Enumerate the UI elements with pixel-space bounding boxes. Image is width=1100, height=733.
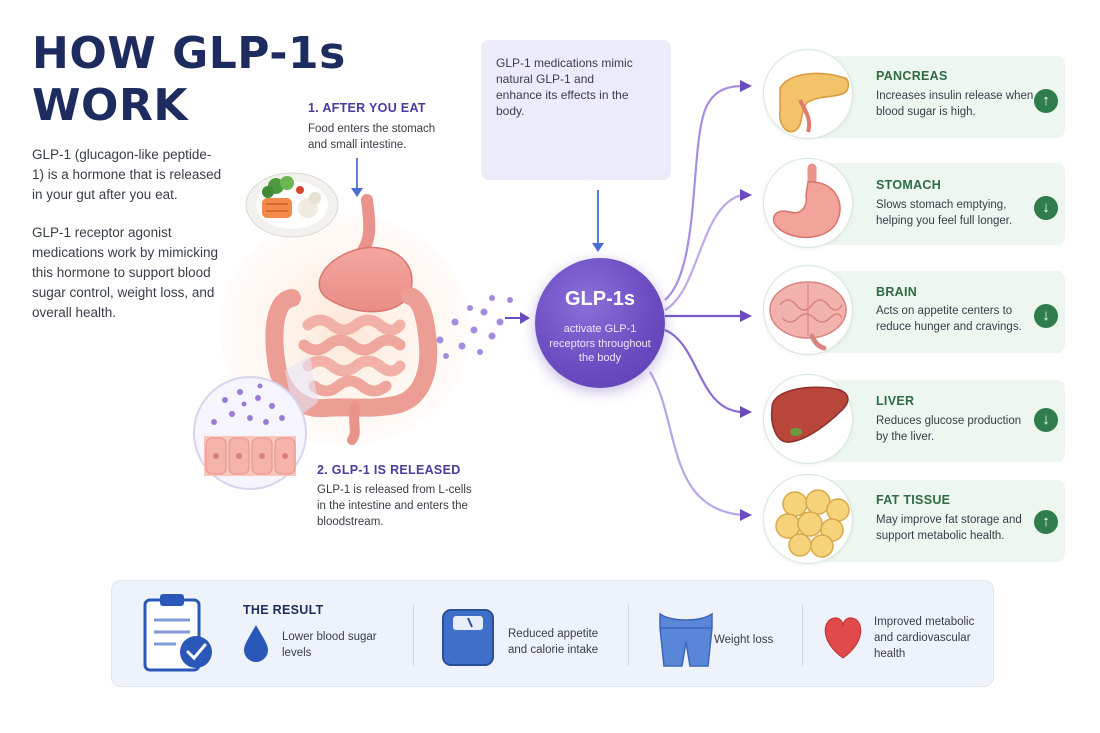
arrow-up-icon: ↑ <box>1034 89 1058 113</box>
result-divider <box>802 604 803 666</box>
brain-icon-frame <box>763 265 853 355</box>
organ-desc-pancreas: Increases insulin release when blood sug… <box>876 90 1034 118</box>
l-cells-zoom-icon <box>193 376 307 490</box>
step-2-title: 2. GLP-1 IS RELEASED <box>317 463 461 477</box>
result-item-weight-loss: Weight loss <box>714 634 774 646</box>
hub-title: GLP-1s <box>564 288 636 310</box>
stomach-intestine-illustration <box>265 194 438 445</box>
organ-desc-brain: Acts on appetite centers to reduce hunge… <box>876 305 1022 333</box>
arrow-down-icon: ↓ <box>1034 408 1058 432</box>
result-item-blood-sugar: Lower blood sugar levels <box>282 631 377 659</box>
organ-name-fat-tissue: FAT TISSUE <box>876 493 951 507</box>
intro-paragraph-2: GLP-1 receptor agonist medications work … <box>32 225 219 320</box>
organ-desc-stomach: Slows stomach emptying, helping you feel… <box>876 199 1013 227</box>
step-1-text: Food enters the stomach and small intest… <box>308 123 436 151</box>
connector-branches <box>649 84 743 517</box>
result-item-appetite: Reduced appetite and calorie intake <box>508 628 599 656</box>
organ-desc-liver: Reduces glucose production by the liver. <box>876 415 1022 443</box>
title-line-1: HOW GLP-1s <box>32 28 346 79</box>
organ-name-liver: LIVER <box>876 394 915 408</box>
organ-desc-fat-tissue: May improve fat storage and support meta… <box>876 514 1022 542</box>
stomach-icon-frame <box>763 158 853 248</box>
arrow-down-icon: ↓ <box>1034 304 1058 328</box>
organ-name-stomach: STOMACH <box>876 178 942 192</box>
result-item-metabolic-health: Improved metabolic and cardiovascular he… <box>874 616 975 660</box>
organ-name-brain: BRAIN <box>876 285 918 299</box>
fat-cells-icon-frame <box>763 474 853 564</box>
arrow-down-icon: ↓ <box>1034 196 1058 220</box>
result-title: THE RESULT <box>243 603 324 617</box>
hub-text: activate GLP-1 receptors throughout the … <box>549 323 651 364</box>
food-plate-icon <box>245 172 339 238</box>
result-divider <box>628 604 629 666</box>
glp1-particles <box>436 295 513 359</box>
title-line-2: WORK <box>32 80 188 131</box>
medication-text: GLP-1 medications mimic natural GLP-1 an… <box>496 56 633 118</box>
glp1-hub-circle <box>535 258 665 388</box>
page-title: HOW GLP-1s WORK <box>32 28 346 132</box>
step-1-title: 1. AFTER YOU EAT <box>308 101 426 115</box>
connector-arrowheads <box>740 80 752 521</box>
intro-paragraph-1: GLP-1 (glucagon-like peptide-1) is a hor… <box>32 147 222 202</box>
pancreas-icon-frame <box>763 49 853 139</box>
organ-name-pancreas: PANCREAS <box>876 69 948 83</box>
step-2-text: GLP-1 is released from L-cells in the in… <box>317 484 472 528</box>
result-divider <box>413 604 414 666</box>
arrow-up-icon: ↑ <box>1034 510 1058 534</box>
liver-icon-frame <box>763 374 853 464</box>
medication-panel <box>481 40 671 180</box>
